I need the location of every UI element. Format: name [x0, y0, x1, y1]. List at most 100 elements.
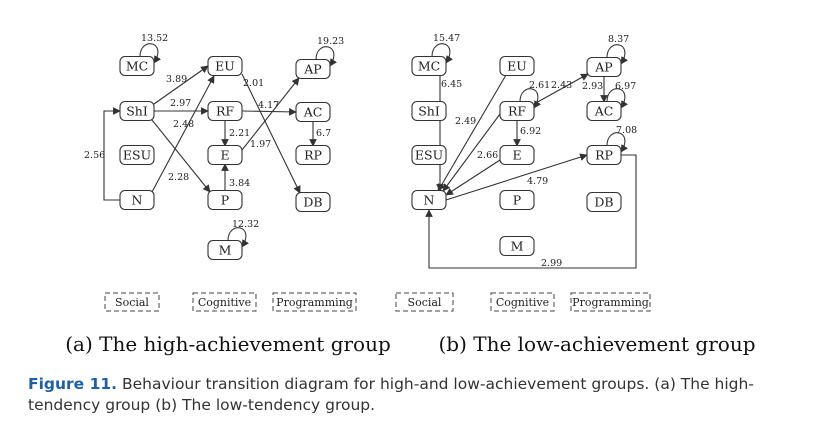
edge-eu-db [241, 73, 301, 194]
node-n: N [119, 189, 155, 211]
node-label: P [513, 193, 521, 208]
node-box [499, 189, 535, 211]
node-label: AP [303, 62, 321, 77]
node-e: E [499, 144, 535, 166]
edge-label-rf-ap: 2.43 [551, 80, 572, 91]
legend-box-programming [272, 292, 357, 312]
edge-shi-eu [153, 65, 209, 105]
node-box [207, 100, 243, 122]
node-box [411, 100, 447, 122]
node-box [295, 101, 331, 123]
node-box [207, 239, 243, 261]
node-label: M [511, 239, 524, 254]
node-m: M [499, 235, 535, 257]
edge-label-ac-rp: 6.7 [316, 128, 331, 139]
edge-n-eu [151, 75, 215, 193]
edge-ac-loop [606, 88, 628, 109]
edge-label-n-eu: 2.28 [168, 172, 189, 183]
node-rf: RF [207, 100, 243, 122]
edge-e-n [445, 159, 501, 196]
node-box [586, 144, 622, 166]
node-box [119, 100, 155, 122]
legend-box-social [395, 292, 454, 312]
node-label: N [132, 193, 143, 208]
node-box [499, 55, 535, 77]
subcaption-high: (a) The high-achievement group [65, 332, 391, 356]
node-box [586, 56, 622, 78]
edge-label-p-e: 3.84 [229, 178, 250, 189]
node-m: M [207, 239, 243, 261]
node-shi: ShI [119, 100, 155, 122]
edge-label-mc-loop: 13.52 [141, 33, 168, 44]
edge-label-ap-ac: 2.93 [582, 81, 603, 92]
node-label: P [221, 193, 229, 208]
node-box [207, 144, 243, 166]
legend-label-cognitive: Cognitive [198, 296, 251, 309]
edge-rf-n [442, 113, 501, 192]
node-p: P [499, 189, 535, 211]
edge-n-rp [445, 153, 588, 201]
node-box [207, 55, 243, 77]
edge-ap-loop [315, 46, 337, 67]
edge-rp-n [425, 154, 637, 269]
node-ac: AC [295, 101, 331, 123]
edge-label-ac-loop: 6.97 [615, 81, 636, 92]
node-rp: RP [295, 144, 331, 166]
node-label: N [424, 193, 435, 208]
figure-caption: Figure 11. Behaviour transition diagram … [28, 374, 818, 416]
node-label: E [220, 148, 229, 163]
edge-eu-n [437, 74, 507, 192]
node-box [295, 191, 331, 213]
node-label: RP [595, 148, 613, 163]
node-box [499, 235, 535, 257]
node-label: AC [594, 104, 614, 119]
edge-label-mc-loop: 15.47 [433, 33, 460, 44]
node-box [411, 144, 447, 166]
figure-label: Figure 11. [28, 375, 118, 393]
node-box [119, 144, 155, 166]
edge-label-e-ap: 1.97 [250, 139, 271, 150]
legend-label-programming: Programming [572, 296, 649, 309]
node-box [411, 189, 447, 211]
edge-label-m-loop: 12.32 [232, 219, 259, 230]
edge-label-rp-loop: 7.08 [616, 125, 637, 136]
node-label: ShI [126, 104, 148, 119]
legend-box-cognitive [192, 292, 257, 312]
node-eu: EU [499, 55, 535, 77]
legend-box-social [104, 292, 160, 312]
node-label: E [512, 148, 521, 163]
edge-label-eu-db: 2.01 [243, 78, 264, 89]
edge-m-loop [227, 227, 249, 248]
edge-shi-p [151, 119, 211, 193]
edge-label-e-n: 2.66 [477, 150, 498, 161]
node-ac: AC [586, 100, 622, 122]
node-ap: AP [586, 56, 622, 78]
node-label: ShI [418, 104, 440, 119]
node-box [586, 100, 622, 122]
node-label: RF [508, 104, 526, 119]
edge-label-mc-n: 6.45 [441, 79, 462, 90]
node-label: M [219, 243, 232, 258]
edge-label-shi-eu: 3.89 [166, 74, 187, 85]
edge-label-n-rp: 4.79 [527, 176, 548, 187]
node-label: ESU [123, 148, 151, 163]
node-label: DB [594, 195, 613, 210]
node-label: AC [303, 105, 323, 120]
node-shi: ShI [411, 100, 447, 122]
edge-rf-ac [241, 108, 297, 116]
node-box [119, 189, 155, 211]
node-box [295, 58, 331, 80]
node-eu: EU [207, 55, 243, 77]
behaviour-transition-diagram: 13.523.892.972.482.562.282.014.172.211.9… [65, 33, 755, 356]
node-label: MC [126, 59, 148, 74]
node-box [295, 144, 331, 166]
edge-mc-loop [431, 43, 453, 64]
node-box [207, 189, 243, 211]
panel-high-achievement: 13.523.892.972.482.562.282.014.172.211.9… [65, 33, 391, 356]
node-e: E [207, 144, 243, 166]
node-label: AP [594, 60, 612, 75]
subcaption-low: (b) The low-achievement group [438, 332, 755, 356]
edge-label-rf-e: 2.21 [229, 128, 250, 139]
node-label: EU [507, 59, 527, 74]
node-label: EU [215, 59, 235, 74]
